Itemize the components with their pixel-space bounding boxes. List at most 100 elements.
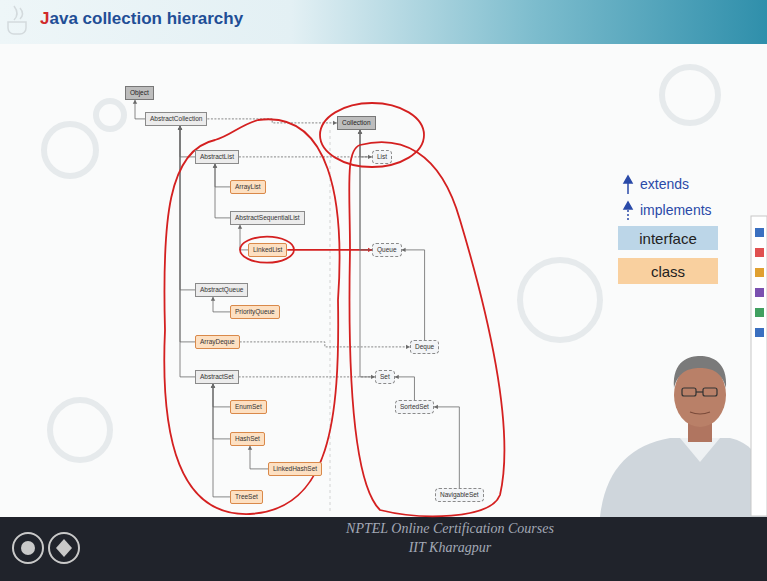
arrow-head bbox=[178, 126, 182, 130]
abstract-class-box: AbstractCollection bbox=[145, 112, 207, 126]
legend-text: extends bbox=[640, 176, 689, 192]
inheritance-arrow bbox=[287, 248, 372, 252]
abstract-class-box: AbstractQueue bbox=[195, 283, 248, 297]
arrow-head bbox=[211, 297, 215, 301]
class-box: ArrayList bbox=[230, 180, 266, 194]
inheritance-arrow bbox=[395, 375, 415, 400]
connector-line bbox=[215, 164, 230, 187]
class-box: PriorityQueue bbox=[230, 305, 280, 319]
arrow-head bbox=[213, 164, 217, 168]
arrow-head bbox=[133, 100, 137, 104]
inheritance-arrow bbox=[402, 248, 425, 340]
interface-box: Set bbox=[375, 370, 395, 384]
box-label: AbstractQueue bbox=[200, 286, 243, 294]
interface-box: NavigableSet bbox=[435, 488, 484, 502]
connector-line bbox=[215, 164, 230, 218]
inheritance-arrow bbox=[133, 100, 145, 119]
class-box: EnumSet bbox=[230, 400, 267, 414]
arrow-head bbox=[402, 248, 406, 252]
connector-line bbox=[287, 249, 372, 251]
connector-line bbox=[250, 446, 268, 469]
interface-box: Deque bbox=[410, 340, 439, 354]
box-label: PriorityQueue bbox=[235, 308, 275, 316]
legend-text: interface bbox=[639, 230, 697, 247]
box-label: HashSet bbox=[235, 435, 260, 443]
box-label: LinkedHashSet bbox=[273, 465, 317, 473]
interface-box: Queue bbox=[372, 243, 402, 257]
box-label: Set bbox=[380, 373, 390, 381]
inheritance-arrow bbox=[240, 342, 410, 349]
arrow-head bbox=[358, 130, 362, 134]
arrow-head bbox=[178, 126, 182, 130]
root-interface-box: Collection bbox=[337, 116, 376, 130]
box-label: Queue bbox=[377, 246, 397, 254]
connector-line bbox=[213, 384, 230, 497]
abstract-class-box: AbstractList bbox=[195, 150, 239, 164]
arrow-head bbox=[211, 384, 215, 388]
box-label: ArrayDeque bbox=[200, 338, 235, 346]
box-label: Deque bbox=[415, 343, 434, 351]
connector-line bbox=[180, 126, 195, 290]
connector-line bbox=[213, 384, 230, 439]
connector-line bbox=[239, 376, 375, 377]
connector-line bbox=[240, 342, 410, 347]
box-label: List bbox=[377, 153, 387, 161]
legend-text: class bbox=[651, 263, 685, 280]
inheritance-arrow bbox=[434, 405, 459, 488]
inheritance-arrow bbox=[213, 164, 230, 218]
interface-box: SortedSet bbox=[395, 400, 434, 414]
connector-line bbox=[434, 407, 459, 488]
root-class-box: Object bbox=[125, 86, 154, 100]
arrow-head bbox=[358, 130, 362, 134]
arrow-head bbox=[395, 375, 399, 379]
abstract-class-box: AbstractSet bbox=[195, 370, 239, 384]
legend-text: implements bbox=[640, 202, 712, 218]
arrow-head bbox=[213, 164, 217, 168]
box-label: EnumSet bbox=[235, 403, 262, 411]
class-box: LinkedList bbox=[248, 243, 287, 257]
box-label: AbstractSet bbox=[200, 373, 234, 381]
box-label: AbstractCollection bbox=[150, 115, 202, 123]
box-label: AbstractSequentialList bbox=[235, 214, 300, 222]
arrow-head bbox=[358, 130, 362, 134]
box-label: NavigableSet bbox=[440, 491, 479, 499]
footer-text: IIT Kharagpur bbox=[280, 540, 620, 556]
box-label: TreeSet bbox=[235, 493, 258, 501]
inheritance-arrow bbox=[178, 126, 195, 377]
box-label: AbstractList bbox=[200, 153, 234, 161]
arrow-head bbox=[211, 384, 215, 388]
box-label: Collection bbox=[342, 119, 371, 127]
connector-line bbox=[213, 297, 230, 312]
inheritance-arrow bbox=[248, 446, 268, 469]
class-box: TreeSet bbox=[230, 490, 263, 504]
box-label: SortedSet bbox=[400, 403, 429, 411]
connector-line bbox=[360, 130, 372, 250]
arrow-head bbox=[178, 126, 182, 130]
inheritance-arrow bbox=[238, 225, 248, 250]
inheritance-arrow bbox=[239, 375, 375, 379]
abstract-class-box: AbstractSequentialList bbox=[230, 211, 305, 225]
connector-line bbox=[402, 250, 425, 340]
inheritance-arrow bbox=[211, 384, 230, 497]
class-box: ArrayDeque bbox=[195, 335, 240, 349]
inheritance-arrow bbox=[211, 297, 230, 312]
inheritance-arrow bbox=[211, 384, 230, 407]
arrow-head bbox=[434, 405, 438, 409]
arrow-head bbox=[178, 126, 182, 130]
class-box: HashSet bbox=[230, 432, 265, 446]
connector-line bbox=[213, 384, 230, 407]
legend-swatch: interface bbox=[618, 226, 718, 250]
connector-line bbox=[395, 377, 415, 400]
interface-box: List bbox=[372, 150, 392, 164]
slide-title: Java collection hierarchy bbox=[40, 9, 243, 29]
arrow-head bbox=[238, 225, 242, 229]
box-label: LinkedList bbox=[253, 246, 282, 254]
legend-swatch: class bbox=[618, 258, 718, 284]
box-label: Object bbox=[130, 89, 149, 97]
footer-text: NPTEL Online Certification Courses bbox=[280, 521, 620, 537]
box-label: ArrayList bbox=[235, 183, 261, 191]
